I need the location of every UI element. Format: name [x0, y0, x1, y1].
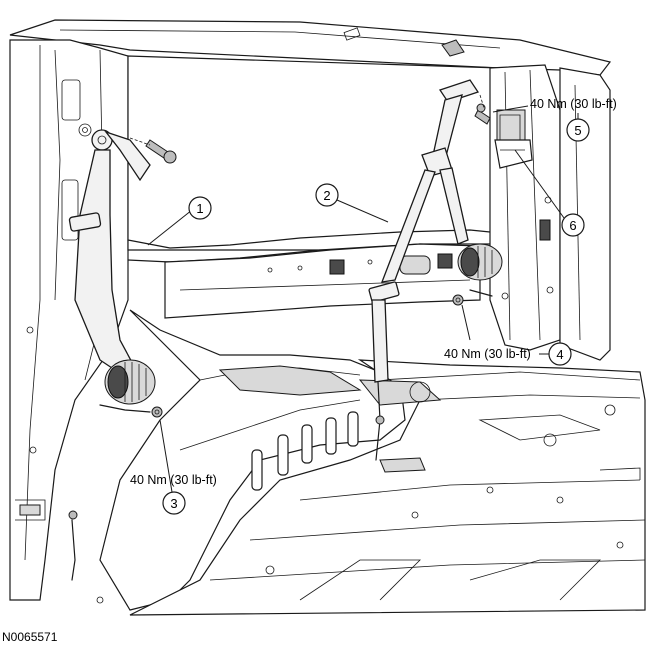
- callout-3: 40 Nm (30 lb-ft) 3: [130, 419, 217, 515]
- callout-6-number: 6: [569, 218, 576, 233]
- callout-5-torque: 40 Nm (30 lb-ft): [530, 97, 617, 111]
- wheel-well: [99, 309, 406, 611]
- callout-4-torque: 40 Nm (30 lb-ft): [444, 347, 531, 361]
- callout-3-number: 3: [170, 496, 177, 511]
- callout-1: 1: [147, 196, 212, 246]
- left-retractor: [104, 359, 156, 405]
- center-retractor-bolt: [452, 289, 509, 306]
- roof-panel: [9, 19, 612, 76]
- figure-id-label: N0065571: [2, 630, 58, 644]
- callout-2: 2: [315, 183, 389, 223]
- rear-body-panel: [164, 243, 481, 319]
- floor-pan: [96, 359, 646, 616]
- callout-1-number: 1: [196, 201, 203, 216]
- callout-2-number: 2: [323, 188, 330, 203]
- left-upper-anchor-bolt: [129, 137, 177, 164]
- right-pillar: [489, 64, 611, 361]
- center-retractor: [457, 243, 503, 281]
- left-seat-belt: [68, 129, 177, 581]
- callout-3-torque: 40 Nm (30 lb-ft): [130, 473, 217, 487]
- center-seat-belt: [368, 79, 533, 461]
- callout-6: 6: [514, 149, 585, 237]
- callout-5-number: 5: [574, 123, 581, 138]
- callout-4-number: 4: [556, 347, 563, 362]
- upper-guide-bolt: [474, 94, 491, 125]
- callout-5: 40 Nm (30 lb-ft) 5: [492, 97, 617, 142]
- left-retractor-bolt: [99, 404, 163, 418]
- callout-4: 40 Nm (30 lb-ft) 4: [444, 304, 572, 366]
